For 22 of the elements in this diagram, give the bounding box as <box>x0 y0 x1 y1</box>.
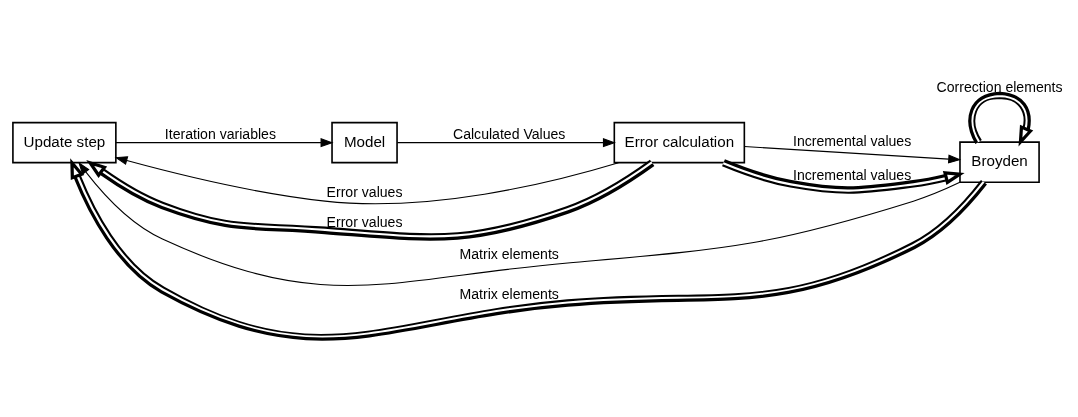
arrow <box>78 161 961 286</box>
edge-label: Error values <box>326 213 403 230</box>
edge-label: Incremental values <box>793 166 912 183</box>
edge-label: Correction elements <box>936 78 1063 95</box>
arrow <box>114 155 620 204</box>
arrow <box>722 158 965 194</box>
edge-label: Incremental values <box>793 132 912 149</box>
arrow <box>396 137 616 147</box>
arrow <box>70 157 987 341</box>
arrow <box>743 145 962 164</box>
edge-label: Calculated Values <box>452 125 566 142</box>
edge-label: Iteration variables <box>164 125 276 142</box>
node-box: Error calculation <box>613 121 746 163</box>
node-box: Broyden <box>959 140 1040 183</box>
edge-label: Matrix elements <box>459 285 559 302</box>
node-box: Update step <box>12 121 117 163</box>
node-box: Model <box>331 121 398 163</box>
arrow <box>86 159 655 241</box>
edge-label: Matrix elements <box>459 245 559 262</box>
edge-label: Error values <box>326 183 403 200</box>
arrow <box>115 137 334 147</box>
arrow <box>968 91 1034 147</box>
